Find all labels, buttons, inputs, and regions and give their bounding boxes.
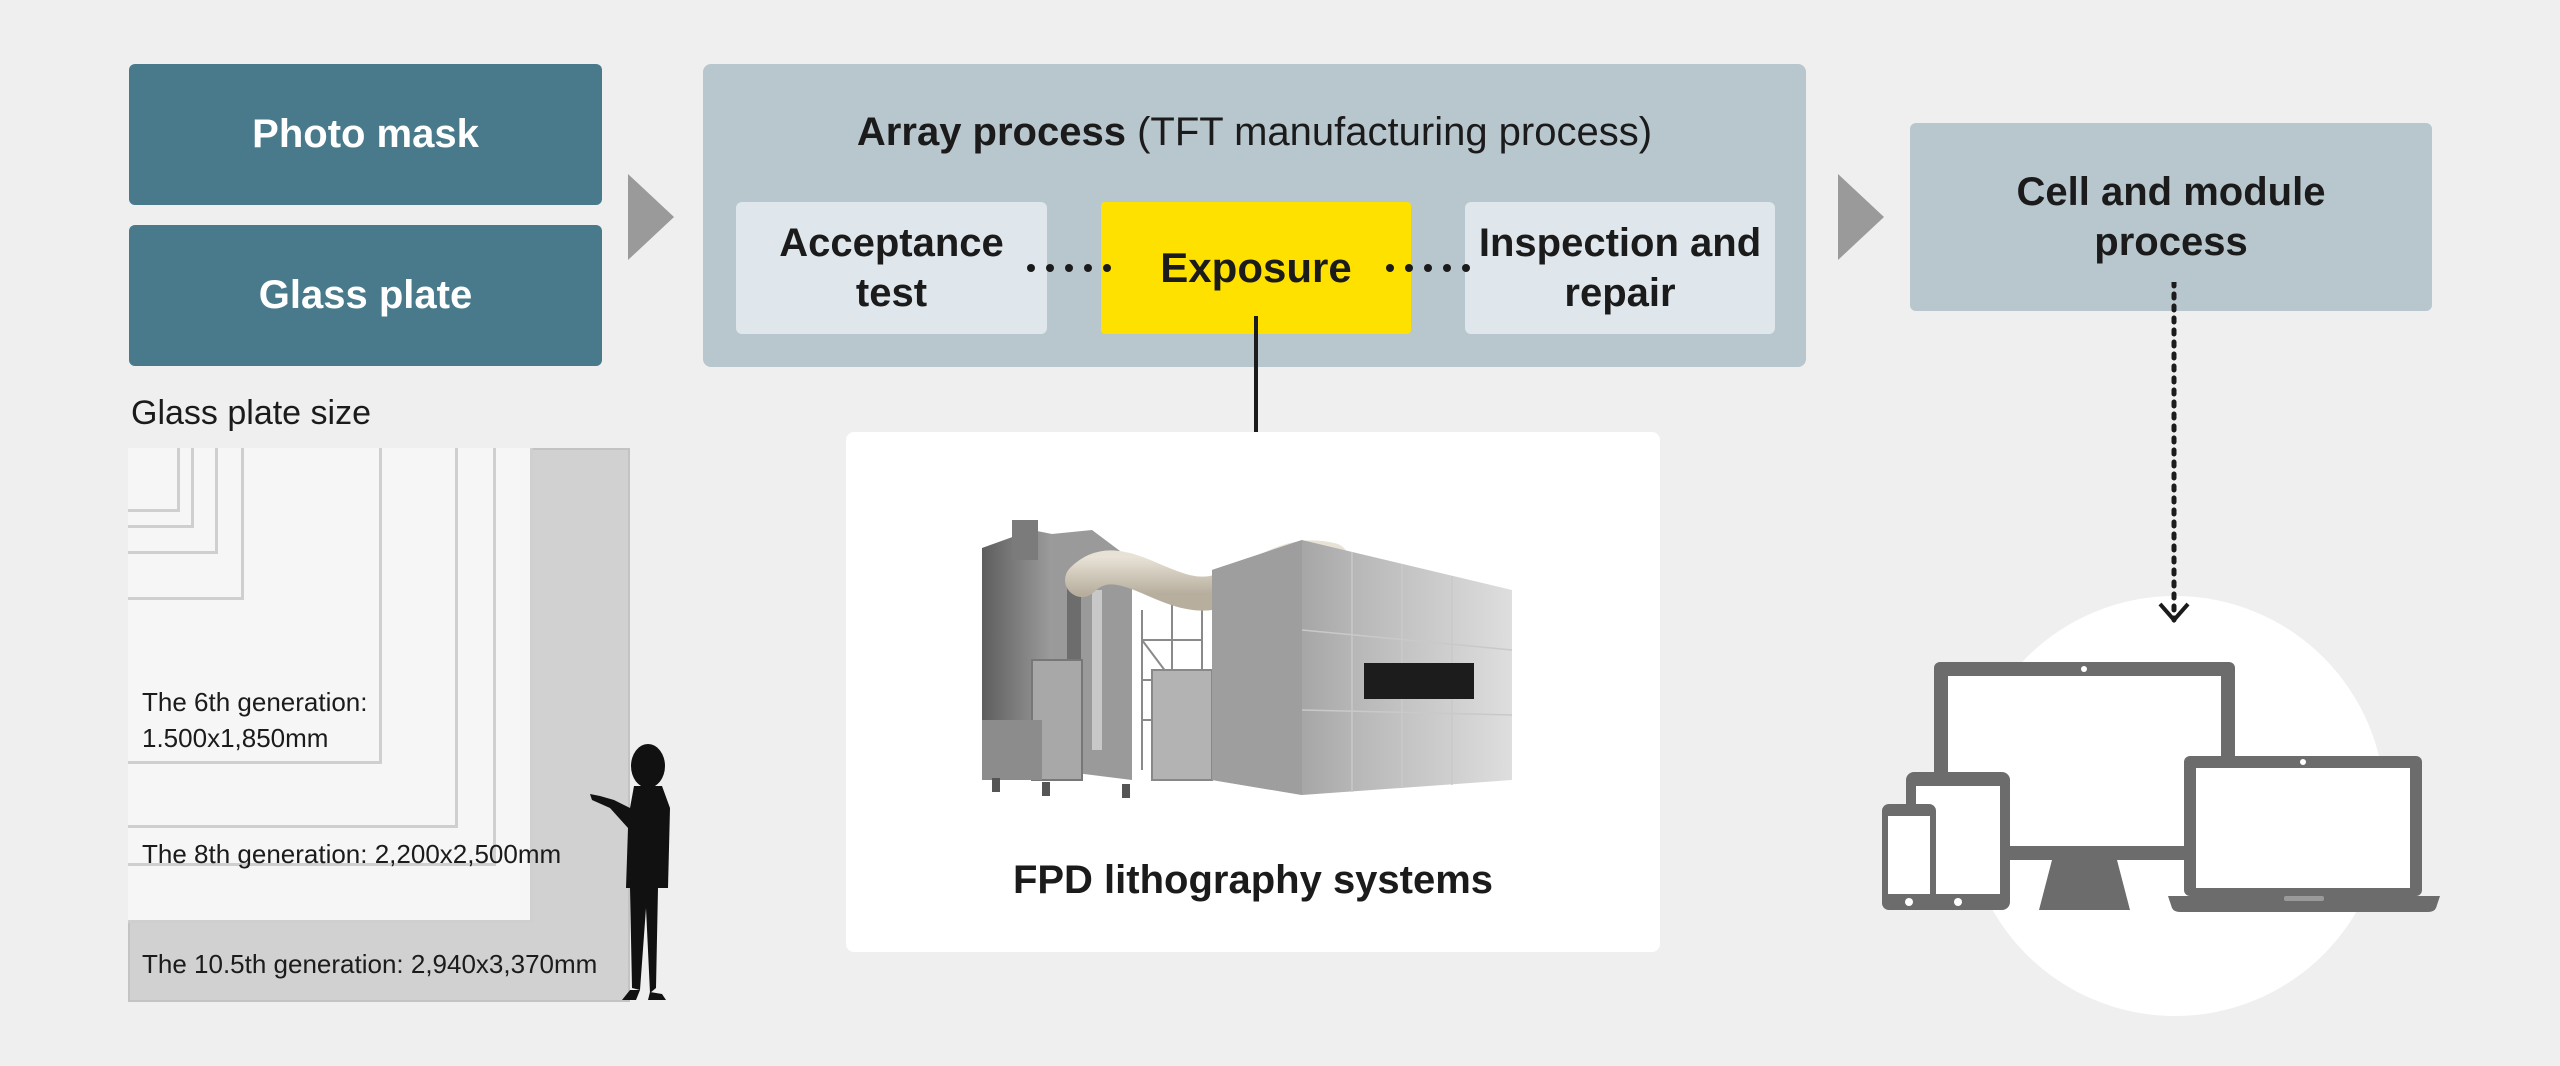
cell-module-box: Cell and module process xyxy=(1910,123,2432,311)
inspection-repair-box: Inspection and repair xyxy=(1465,202,1775,334)
acceptance-test-box: Acceptance test xyxy=(736,202,1047,334)
gen10-label: The 10.5th generation: 2,940x3,370mm xyxy=(142,949,598,979)
inspection-repair-label: Inspection and repair xyxy=(1478,221,1762,315)
chevron-right-icon xyxy=(628,174,674,260)
gen6-label: The 6th generation: 1.500x1,850mm xyxy=(142,684,402,756)
dotted-connector-right xyxy=(1386,264,1470,272)
dotted-connector-left xyxy=(1027,264,1111,272)
array-process-title-bold: Array process xyxy=(856,110,1126,154)
acceptance-test-label: Acceptance test xyxy=(779,221,1004,315)
array-process-title: Array process (TFT manufacturing process… xyxy=(703,110,1806,155)
exposure-box: Exposure xyxy=(1101,202,1411,334)
phone-icon xyxy=(1882,804,1936,910)
photo-mask-box: Photo mask xyxy=(129,64,602,205)
glass-plate-box: Glass plate xyxy=(129,225,602,366)
glass-size-gen2-rect xyxy=(128,448,180,512)
cell-module-down-arrow xyxy=(2158,282,2190,624)
machine-illustration xyxy=(982,520,1513,798)
chevron-right-icon xyxy=(1838,174,1884,260)
glass-plate-label: Glass plate xyxy=(258,273,473,317)
gen8-label: The 8th generation: 2,200x2,500mm xyxy=(142,839,562,869)
glass-plate-size-title: Glass plate size xyxy=(131,394,371,432)
person-silhouette-icon xyxy=(590,744,670,1000)
array-process-title-rest: (TFT manufacturing process) xyxy=(1125,110,1653,154)
fpd-lithography-label: FPD lithography systems xyxy=(1012,858,1494,902)
exposure-label: Exposure xyxy=(1160,244,1352,291)
gen6-text: The 6th generation: 1.500x1,850mm xyxy=(142,687,368,753)
cell-module-label: Cell and module process xyxy=(2016,170,2326,264)
laptop-icon xyxy=(2168,756,2440,912)
photo-mask-label: Photo mask xyxy=(252,112,479,156)
